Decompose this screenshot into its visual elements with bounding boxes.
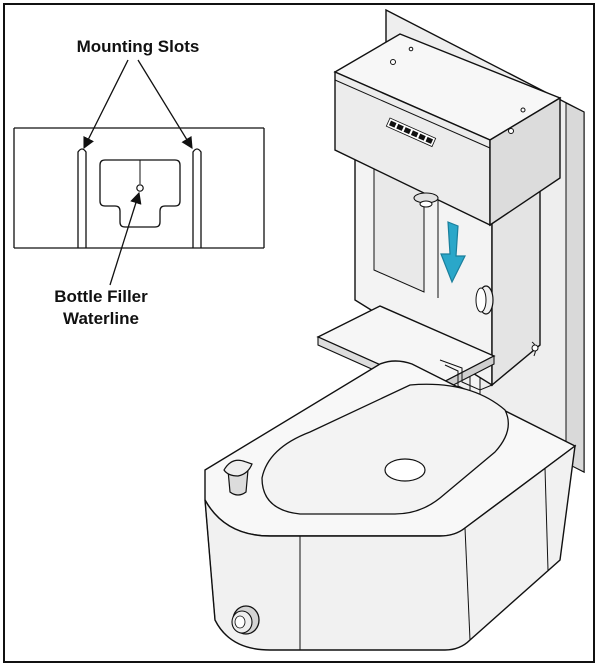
waterline-cutout — [99, 159, 181, 228]
bubbler — [223, 459, 253, 496]
brand-logo — [385, 117, 437, 148]
mounting-slots-arrow-left — [83, 59, 129, 150]
bottle-filler-label-line2: Waterline — [63, 309, 139, 328]
mounting-slots-arrow-right — [137, 59, 193, 149]
bottle-filler-label-line1: Bottle Filler — [54, 287, 148, 306]
mounting-slots-label: Mounting Slots — [77, 37, 200, 56]
right-mounting-slot — [192, 148, 202, 248]
left-mounting-slot — [77, 148, 87, 248]
fountain-front-body — [204, 444, 576, 651]
push-button — [231, 605, 260, 635]
bottle-filler-assembly — [204, 8, 585, 651]
mounting-slot-detail — [13, 127, 265, 249]
waterline-arrow — [109, 191, 142, 286]
waterline-hole — [136, 184, 144, 192]
drain — [384, 458, 426, 482]
water-flow-arrow — [440, 221, 466, 284]
basin — [261, 383, 509, 515]
